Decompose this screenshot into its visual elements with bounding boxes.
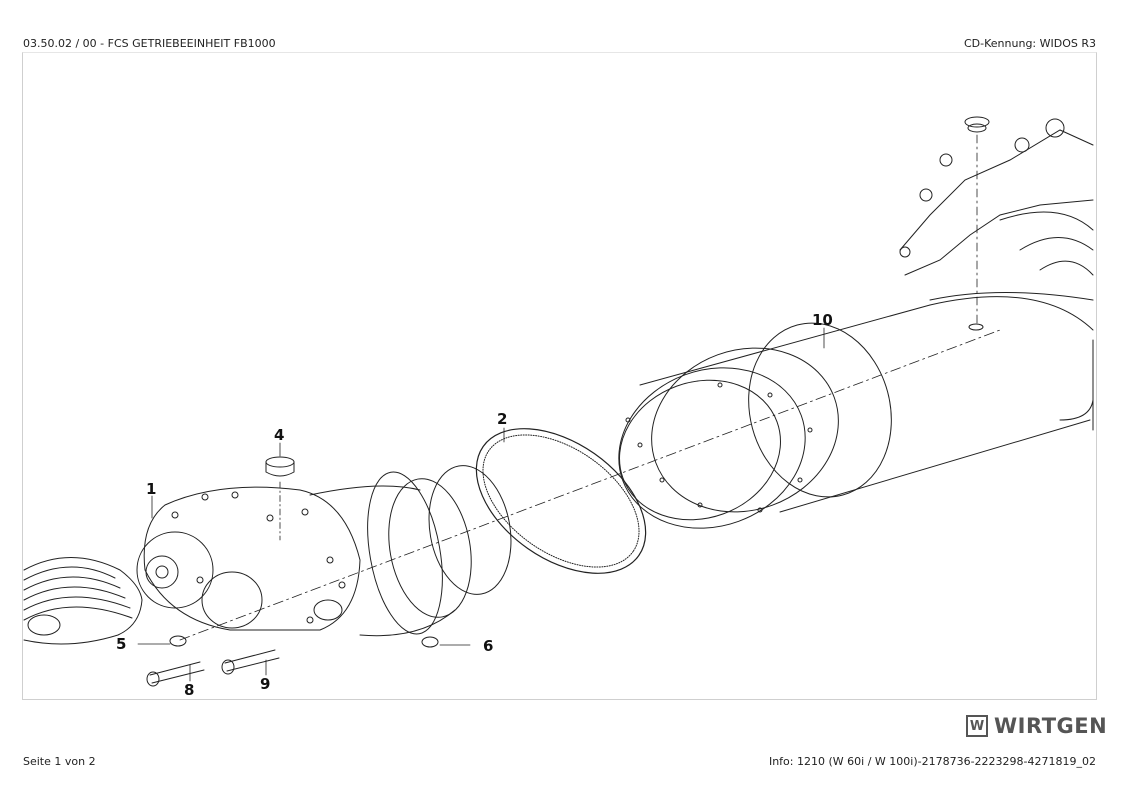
screw-5: [169, 635, 187, 647]
callout-1: 1: [146, 480, 156, 498]
callout-2: 2: [497, 410, 507, 428]
wirtgen-logo-text: WIRTGEN: [994, 714, 1108, 738]
plug: [265, 456, 295, 541]
page-indicator: Seite 1 von 2: [23, 755, 96, 768]
bolt-8: [149, 661, 205, 684]
seal-ring: [475, 428, 647, 574]
drum-tube: [618, 296, 1094, 529]
bolt-9: [224, 649, 280, 672]
wirtgen-logo: W WIRTGEN: [966, 712, 1107, 740]
callout-6: 6: [483, 637, 493, 655]
callout-9: 9: [260, 675, 270, 693]
info-line: Info: 1210 (W 60i / W 100i)-2178736-2223…: [768, 755, 1096, 768]
leader-lines: [137, 327, 825, 682]
document-title: 03.50.02 / 00 - FCS GETRIEBEEINHEIT FB10…: [23, 37, 276, 50]
wirtgen-logo-mark: W: [966, 715, 988, 737]
gearbox-unit: [136, 465, 512, 637]
callout-5: 5: [116, 635, 126, 653]
drawing-frame: [22, 52, 1097, 700]
callout-10: 10: [812, 311, 833, 329]
cutter-holders: [899, 116, 1094, 331]
screw-6: [421, 636, 439, 648]
cd-code: CD-Kennung: WIDOS R3: [964, 37, 1096, 50]
callout-8: 8: [184, 681, 194, 699]
callout-4: 4: [274, 426, 284, 444]
belt-pulley: [23, 557, 143, 645]
screws: [146, 635, 439, 687]
center-axis-line: [179, 329, 1001, 641]
